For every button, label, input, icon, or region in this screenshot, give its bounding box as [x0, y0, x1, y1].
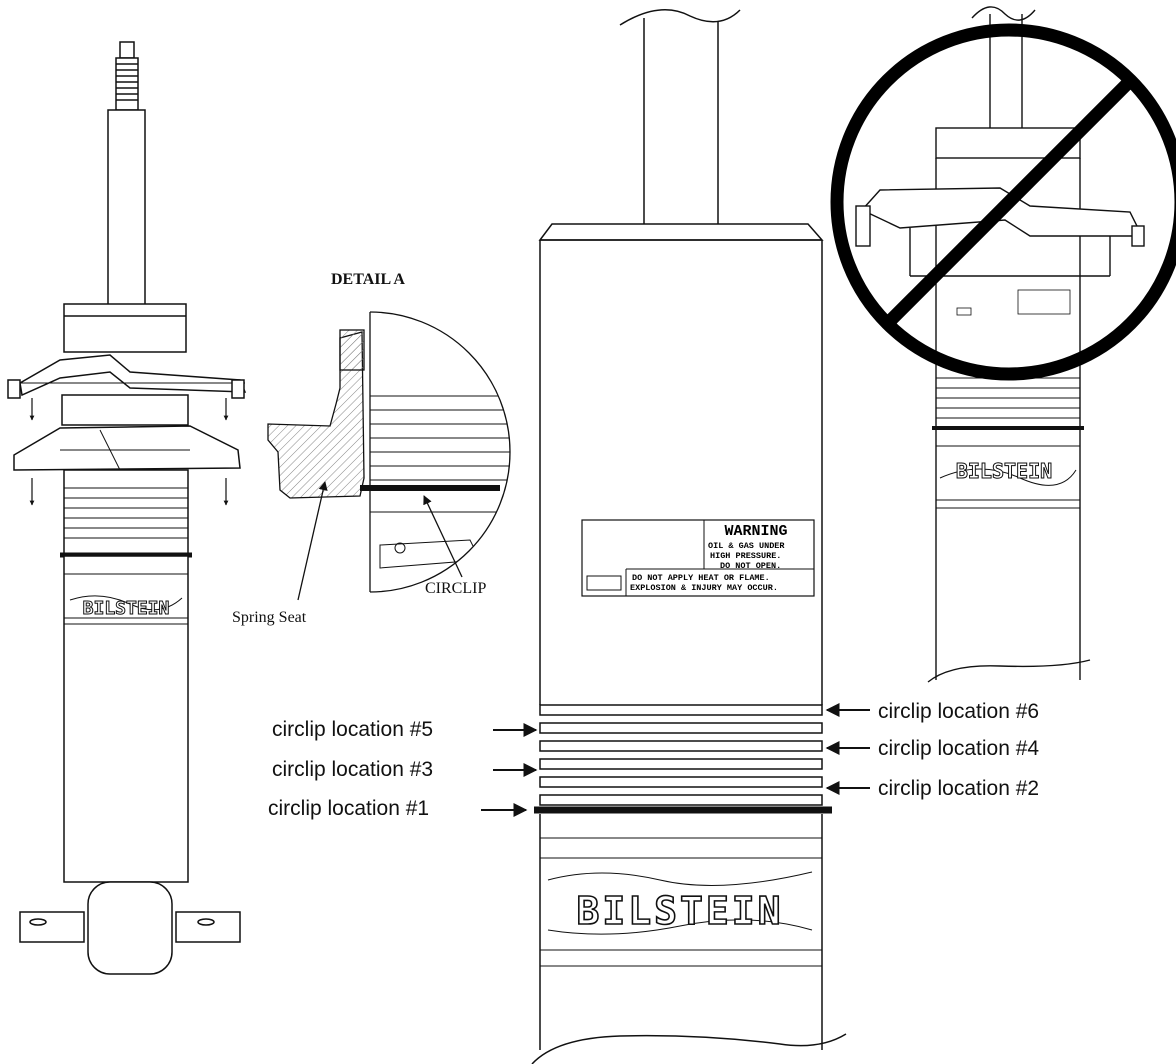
- left-direction-arrows: [29, 398, 229, 506]
- warning-line-5: EXPLOSION & INJURY MAY OCCUR.: [630, 583, 778, 593]
- warning-line-2: HIGH PRESSURE.: [710, 551, 782, 561]
- center-shock: [531, 9, 847, 1064]
- right-brand-mark: BILSTEIN: [956, 459, 1052, 483]
- circlip-location-5-label: circlip location #5: [272, 718, 434, 741]
- circlip-location-4-label: circlip location #4: [878, 737, 1040, 760]
- left-brand-mark: BILSTEIN: [83, 598, 170, 619]
- prohibited-icon: [830, 23, 1176, 381]
- warning-line-3: DO NOT OPEN.: [720, 561, 782, 571]
- warning-title: WARNING: [724, 523, 788, 540]
- circlip-location-3-label: circlip location #3: [272, 758, 434, 781]
- circlip-location-2-label: circlip location #2: [878, 777, 1040, 800]
- center-brand-mark: BILSTEIN: [576, 889, 783, 933]
- spring-seat-label: Spring Seat: [232, 609, 307, 626]
- circlip-location-6-label: circlip location #6: [878, 700, 1040, 723]
- warning-line-4: DO NOT APPLY HEAT OR FLAME.: [632, 573, 770, 583]
- detail-a-drawing: [267, 311, 511, 601]
- circlip-location-1-label: circlip location #1: [268, 797, 430, 820]
- left-shock: [7, 41, 247, 975]
- warning-line-1: OIL & GAS UNDER: [708, 541, 785, 551]
- location-arrows: [481, 703, 870, 817]
- detail-a-title: DETAIL A: [331, 271, 405, 288]
- circlip-label: CIRCLIP: [425, 580, 487, 597]
